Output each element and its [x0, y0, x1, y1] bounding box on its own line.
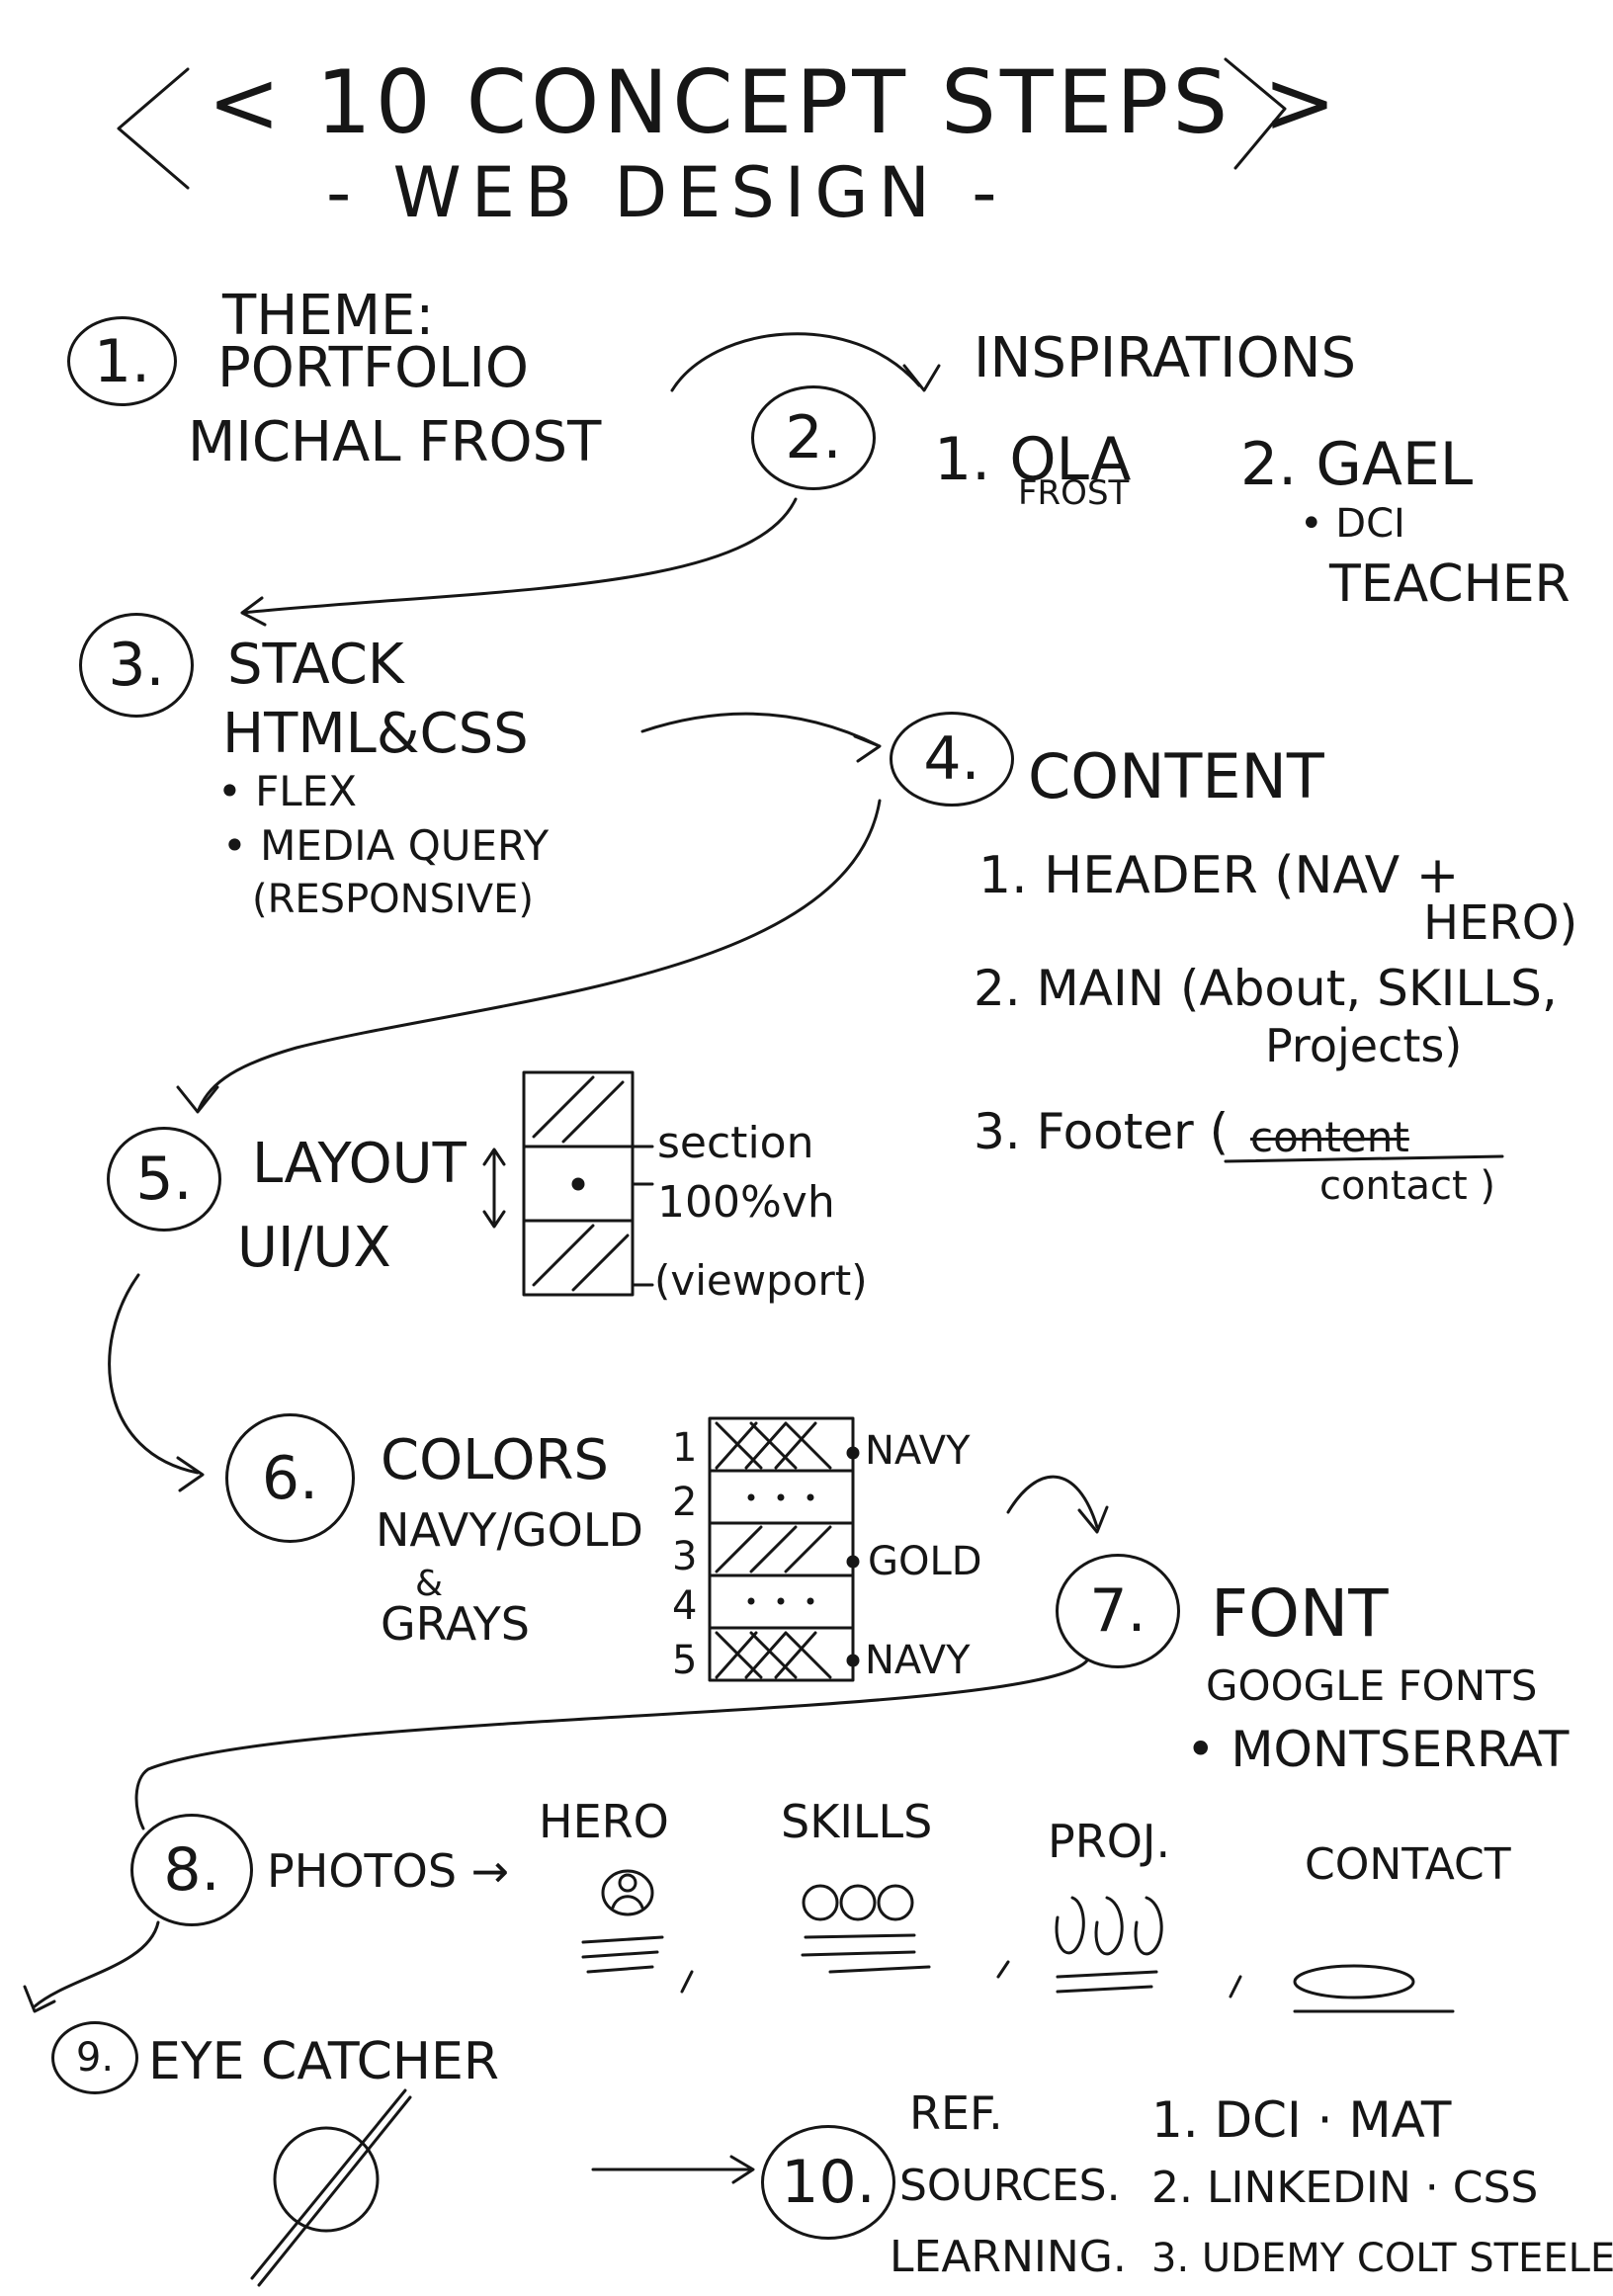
arrow-2-to-3	[240, 497, 798, 627]
step-2-number: 2.	[751, 385, 876, 490]
layout-sketch	[482, 1070, 654, 1297]
step-3-line: (RESPONSIVE)	[252, 877, 535, 922]
eye-catcher-sketch	[250, 2088, 412, 2287]
step-9-label: EYE CATCHER	[148, 2032, 499, 2091]
step-1-label: THEME:	[222, 284, 435, 348]
step-10-line: 2. LINKEDIN · CSS	[1151, 2163, 1539, 2213]
step-2-line: TEACHER	[1329, 554, 1571, 614]
step-8-line: CONTACT	[1305, 1839, 1511, 1890]
title-left-bracket	[117, 67, 190, 190]
step-10-line: 3. UDEMY COLT STEELE	[1151, 2236, 1613, 2281]
step-2-line: 2. GAEL	[1240, 430, 1474, 499]
stripe-index: 2	[672, 1480, 698, 1525]
stripe-label: NAVY	[865, 1638, 971, 1683]
step-1-line: PORTFOLIO	[217, 336, 529, 400]
step-5-number: 5.	[107, 1127, 221, 1232]
step-1-number: 1.	[67, 316, 177, 406]
step-3-label: STACK	[227, 633, 404, 697]
step-6-line: NAVY/GOLD	[376, 1503, 643, 1557]
step-5-line: (viewport)	[654, 1256, 868, 1305]
step-10-line: 1. DCI · MAT	[1151, 2091, 1452, 2149]
step-10-number: 10.	[761, 2125, 895, 2240]
arrow-7-to-8	[134, 1658, 1089, 1830]
step-6-line: GRAYS	[381, 1597, 530, 1651]
step-6-line: &	[415, 1564, 444, 1604]
step-3-number: 3.	[79, 613, 194, 718]
step-6-label: COLORS	[381, 1428, 609, 1492]
step-4-number: 4.	[890, 712, 1014, 807]
step-8-line: HERO	[539, 1795, 669, 1848]
step-5-label: LAYOUT	[252, 1132, 467, 1196]
step-8-number: 8.	[130, 1814, 253, 1926]
page-subtitle: - WEB DESIGN -	[326, 152, 1007, 233]
arrow-4-to-5	[176, 799, 882, 1114]
step-6-number: 6.	[225, 1413, 355, 1543]
step-3-line: • FLEX	[217, 767, 357, 815]
step-9-number: 9.	[51, 2021, 138, 2094]
step-7-line: GOOGLE FONTS	[1206, 1661, 1538, 1710]
stripe-index: 1	[672, 1425, 698, 1471]
stripe-index: 5	[672, 1638, 698, 1683]
step-7-label: FONT	[1211, 1575, 1389, 1652]
step-4-line: 1. HEADER (NAV +	[978, 846, 1460, 905]
title-right-bracket	[1224, 57, 1287, 170]
step-2-line: FROST	[1018, 473, 1130, 513]
step-2-line: 1. OLA	[934, 425, 1132, 494]
stripe-index: 4	[672, 1583, 698, 1629]
step-8-line: PROJ.	[1048, 1815, 1171, 1868]
page-title: < 10 CONCEPT STEPS >	[208, 51, 1340, 153]
step-5-line: UI/UX	[237, 1216, 391, 1280]
step-8-label: PHOTOS →	[267, 1844, 510, 1898]
step-10-line: SOURCES.	[899, 2161, 1121, 2211]
step-3-line: HTML&CSS	[222, 702, 529, 766]
arrow-5-to-6	[108, 1273, 205, 1492]
step-4-line: content	[1250, 1113, 1409, 1161]
step-10-label: REF.	[909, 2086, 1003, 2140]
step-4-line: Projects)	[1265, 1019, 1463, 1072]
step-1-line: MICHAL FROST	[188, 410, 602, 474]
stripe-index: 3	[672, 1534, 698, 1579]
step-4-line: contact )	[1319, 1163, 1496, 1209]
step-4-label: CONTENT	[1028, 740, 1324, 812]
step-4-line: 3. Footer (	[974, 1103, 1230, 1160]
step-8-line: SKILLS	[781, 1795, 933, 1848]
arrow-1-to-2	[670, 332, 941, 392]
step-7-number: 7.	[1056, 1554, 1180, 1668]
step-2-line: • DCI	[1300, 501, 1405, 547]
photo-sketches	[581, 1869, 1455, 2013]
color-stripes-sketch	[708, 1416, 860, 1682]
step-5-line: section	[657, 1118, 814, 1168]
step-10-line: LEARNING.	[890, 2232, 1127, 2282]
footer-strike	[1224, 1154, 1504, 1163]
arrow-3-to-4	[640, 712, 882, 763]
step-7-line: • MONTSERRAT	[1186, 1721, 1570, 1778]
arrow-9-to-10	[591, 2155, 755, 2184]
step-4-line: HERO)	[1423, 895, 1578, 951]
step-3-line: • MEDIA QUERY	[222, 821, 550, 870]
arrow-8-to-9	[23, 1920, 160, 2013]
arrow-6-to-7	[1006, 1475, 1109, 1534]
step-5-line: 100%vh	[657, 1177, 835, 1228]
step-2-label: INSPIRATIONS	[974, 326, 1357, 390]
stripe-label: NAVY	[865, 1428, 971, 1474]
stripe-label: GOLD	[868, 1539, 982, 1584]
step-4-line: 2. MAIN (About, SKILLS,	[974, 960, 1558, 1017]
